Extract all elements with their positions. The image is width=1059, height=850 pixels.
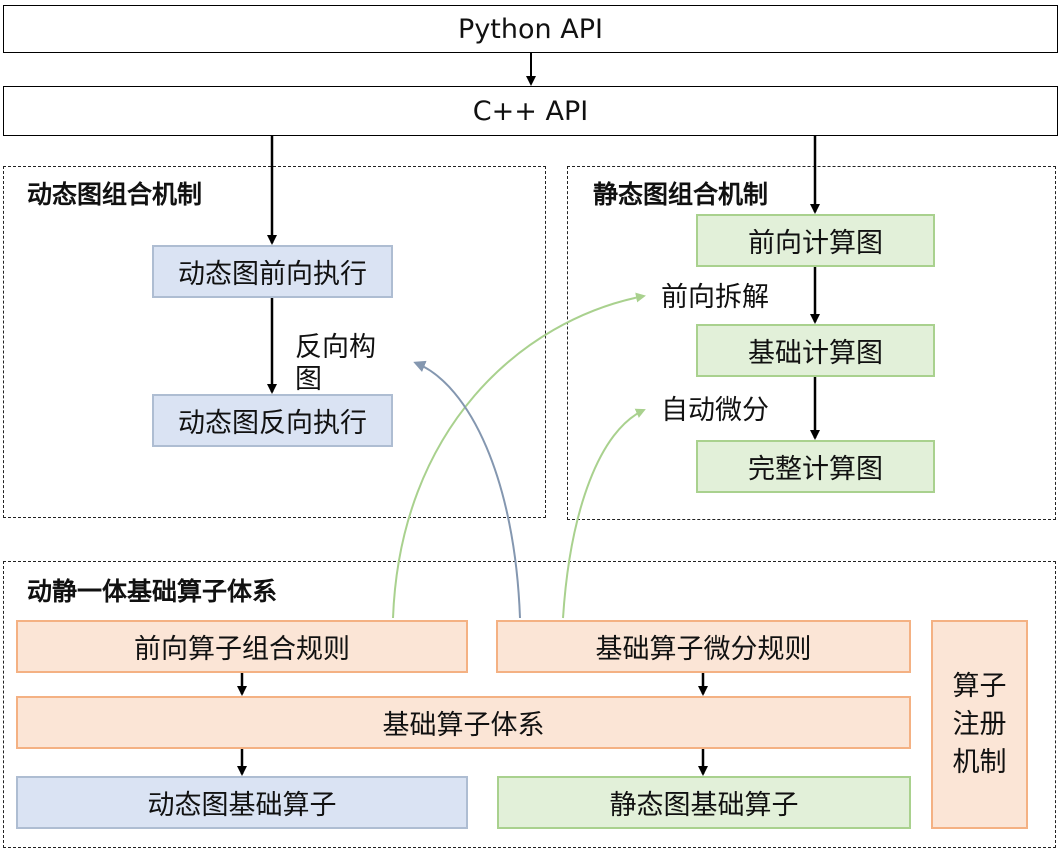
- static-ops-box: 静态图基础算子: [497, 776, 911, 829]
- static-graph-group: [567, 166, 1056, 520]
- full-graph-box: 完整计算图: [696, 440, 935, 493]
- arrow-forward-rules-to-forward-decompose: [392, 292, 646, 619]
- operator-system-group-title: 动静一体基础算子体系: [27, 577, 278, 606]
- forward-graph-box: 前向计算图: [696, 214, 935, 267]
- cpp-api-box: C++ API: [3, 86, 1058, 136]
- arrow-diff-rules-to-autodiff: [562, 408, 646, 619]
- static-graph-group-title: 静态图组合机制: [593, 180, 769, 209]
- base-operator-system-box: 基础算子体系: [16, 696, 911, 749]
- backward-build-label: 反向构图: [295, 332, 376, 395]
- forward-decompose-label: 前向拆解: [661, 282, 769, 313]
- dynamic-forward-exec-box: 动态图前向执行: [152, 245, 393, 298]
- arrow-diff-rules-to-backward-build: [413, 360, 521, 619]
- autodiff-label: 自动微分: [661, 395, 769, 426]
- dynamic-backward-exec-box: 动态图反向执行: [152, 394, 393, 447]
- forward-rules-box: 前向算子组合规则: [16, 620, 468, 673]
- dynamic-ops-box: 动态图基础算子: [16, 776, 468, 829]
- base-graph-box: 基础计算图: [696, 324, 935, 377]
- dynamic-graph-group-title: 动态图组合机制: [27, 180, 203, 209]
- python-api-box: Python API: [3, 5, 1058, 53]
- diff-rules-box: 基础算子微分规则: [496, 620, 911, 673]
- operator-system-group: [3, 561, 1056, 848]
- registration-label: 算子注册机制: [952, 670, 1007, 778]
- registration-box: 算子注册机制: [931, 620, 1028, 829]
- dynamic-graph-group: [3, 166, 546, 518]
